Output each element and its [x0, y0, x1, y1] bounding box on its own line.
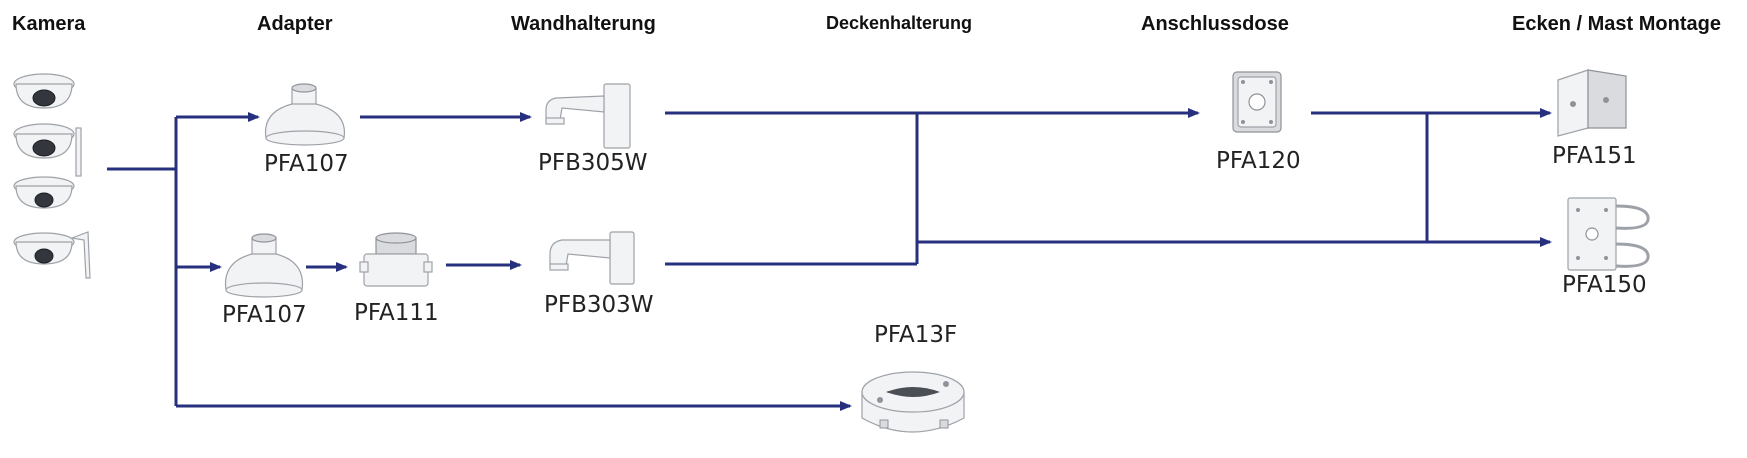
header-ceiling-mount: Deckenhalterung — [826, 13, 972, 33]
pfa13f-junction-box-icon — [861, 371, 965, 433]
label-pfa111: PFA111 — [354, 300, 439, 326]
dome-camera-white-icon — [13, 176, 75, 209]
pfa107-adapter-icon — [264, 83, 346, 146]
header-corner-pole-mount: Ecken / Mast Montage — [1512, 13, 1721, 35]
pfa111-adapter-icon — [359, 232, 433, 287]
label-pfa120: PFA120 — [1216, 148, 1301, 174]
label-pfa13f: PFA13F — [874, 322, 957, 348]
pfa107-adapter-bottom-icon — [224, 233, 304, 298]
pfa151-corner-mount-icon — [1557, 69, 1627, 137]
label-pfb305w: PFB305W — [538, 150, 648, 176]
header-junction-box: Anschlussdose — [1141, 13, 1289, 35]
dome-camera-wifi-icon — [13, 123, 82, 177]
dome-camera-white-wifi-icon — [13, 231, 91, 279]
header-adapter: Adapter — [257, 13, 333, 35]
pfa150-pole-mount-icon — [1567, 197, 1650, 271]
pfa120-junction-box-icon — [1232, 71, 1282, 133]
header-wall-mount: Wandhalterung — [511, 13, 656, 35]
label-pfa107-bottom: PFA107 — [222, 302, 307, 328]
label-pfa151: PFA151 — [1552, 143, 1637, 169]
label-pfb303w: PFB303W — [544, 292, 654, 318]
pfb305w-wall-mount-icon — [545, 83, 631, 149]
label-pfa107-top: PFA107 — [264, 151, 349, 177]
connector-lines — [107, 108, 1552, 411]
header-camera: Kamera — [12, 13, 86, 35]
dome-camera-icon — [13, 73, 75, 109]
pfb303w-wall-mount-icon — [549, 231, 635, 285]
label-pfa150: PFA150 — [1562, 272, 1647, 298]
